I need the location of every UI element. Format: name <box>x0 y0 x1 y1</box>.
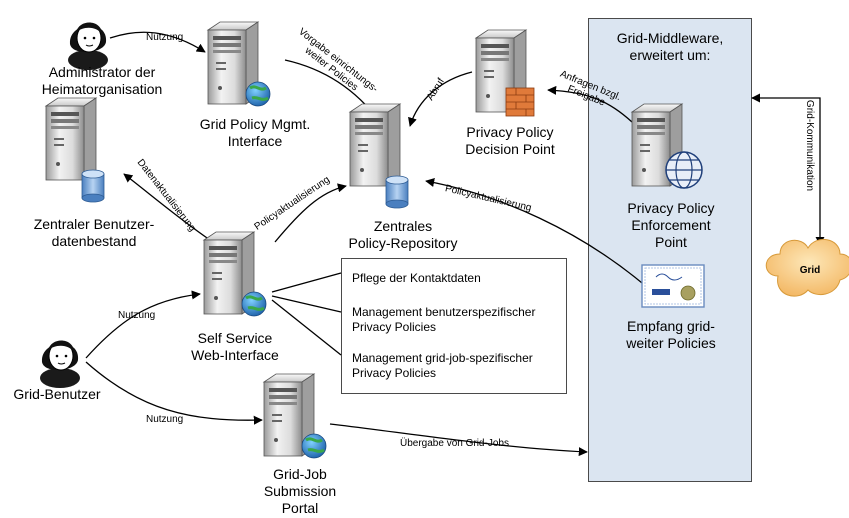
label-receive-policies: Empfang grid- weiter Policies <box>626 318 716 351</box>
firewall-icon <box>505 87 535 117</box>
label-pep: Privacy Policy Enforcement Point <box>627 200 715 250</box>
edge-admin-to-policy-mgmt <box>109 31 206 53</box>
note-item-contact-data: Pflege der Kontaktdaten <box>352 271 481 285</box>
note-item-job-policies: Management grid-job-spezifischer Privacy… <box>352 351 533 380</box>
edge-pep-to-pdp <box>547 85 633 123</box>
repository-database-icon <box>385 175 409 209</box>
label-middleware: Grid-Middleware, erweitert um: <box>616 30 724 63</box>
note-item-user-policies: Management benutzerspezifischer Privacy … <box>352 305 536 334</box>
self-service-feature-box: Pflege der Kontaktdaten Management benut… <box>341 258 567 394</box>
label-job-portal: Grid-Job Submission Portal <box>263 466 337 516</box>
edge-pdp-to-repository <box>408 71 473 127</box>
pep-server-icon <box>631 103 703 189</box>
edge-job-portal-to-middleware <box>329 423 588 457</box>
connector-note-3 <box>271 299 342 356</box>
policy-mgmt-server-icon <box>207 21 271 107</box>
certificate-icon <box>641 264 705 308</box>
label-self-service: Self Service Web-Interface <box>191 330 279 363</box>
repository-server-icon <box>349 103 409 209</box>
label-grid-cloud: Grid <box>799 265 821 276</box>
edge-self-service-to-user-db <box>123 173 211 241</box>
label-admin: Administrator der Heimatorganisation <box>41 64 163 97</box>
connector-note-1 <box>271 272 342 293</box>
edge-label-nutzung-self-service: Nutzung <box>118 310 156 321</box>
admin-person-icon <box>67 21 109 71</box>
label-policy-mgmt: Grid Policy Mgmt. Interface <box>199 116 311 149</box>
grid-user-person-icon <box>39 339 81 389</box>
edge-user-to-job-portal <box>85 361 263 425</box>
edge-label-nutzung-admin: Nutzung <box>146 32 184 43</box>
label-user-db: Zentraler Benutzer- datenbestand <box>33 216 155 249</box>
label-repository: Zentrales Policy-Repository <box>348 218 458 251</box>
grid-cloud-icon <box>765 239 849 297</box>
connector-note-2 <box>271 295 342 313</box>
pdp-server-icon <box>475 29 535 117</box>
edge-grid-policies-to-repository <box>425 178 649 289</box>
label-grid-user: Grid-Benutzer <box>13 386 101 402</box>
edge-grid-communication <box>751 93 825 246</box>
edge-user-to-self-service <box>85 290 201 359</box>
label-pdp: Privacy Policy Decision Point <box>465 124 555 157</box>
user-db-database-icon <box>81 169 105 203</box>
edge-self-service-to-repository <box>274 183 347 243</box>
self-service-server-icon <box>203 231 267 317</box>
job-portal-server-icon <box>263 373 327 459</box>
wireframe-globe-icon <box>665 151 703 189</box>
user-db-server-icon <box>45 97 105 203</box>
edge-label-grid-kommunikation: Grid-Kommunikation <box>804 99 816 192</box>
edge-label-nutzung-portal: Nutzung <box>146 414 184 425</box>
edge-label-uebergabe: Übergabe von Grid-Jobs <box>400 438 509 449</box>
grid-middleware-panel <box>588 18 752 482</box>
